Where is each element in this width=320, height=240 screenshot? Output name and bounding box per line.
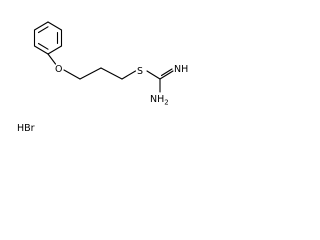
ring-bond-1 (33, 21, 49, 31)
ring-oxygen-bond (47, 53, 57, 65)
ring-double-bond-3 (37, 42, 49, 50)
chain-bond-3 (121, 70, 137, 80)
amine-nh-text: NH (150, 94, 164, 105)
carbon-imine-bond-inner (160, 68, 173, 77)
ring-bond-5 (33, 45, 49, 55)
ring-double-bond-1 (37, 26, 49, 34)
imine-nh-label: NH (174, 64, 188, 75)
chain-bond-2 (100, 67, 123, 80)
salt-label: HBr (17, 123, 35, 134)
chain-bond-1 (79, 67, 102, 80)
ring-bond-4 (47, 45, 63, 55)
ring-bond-2 (47, 21, 63, 31)
structure-diagram: O S NH NH2 HBr (17, 21, 188, 134)
benzene-ring (33, 21, 63, 55)
oxygen-label: O (55, 64, 62, 75)
carbon-imine-bond-outer (159, 70, 174, 80)
sulfur-carbon-bond (146, 70, 161, 80)
oxygen-chain-bond (63, 69, 81, 80)
sulfur-label: S (137, 66, 143, 77)
amine-subscript: 2 (164, 99, 168, 107)
amine-nh2-label: NH2 (150, 94, 169, 107)
